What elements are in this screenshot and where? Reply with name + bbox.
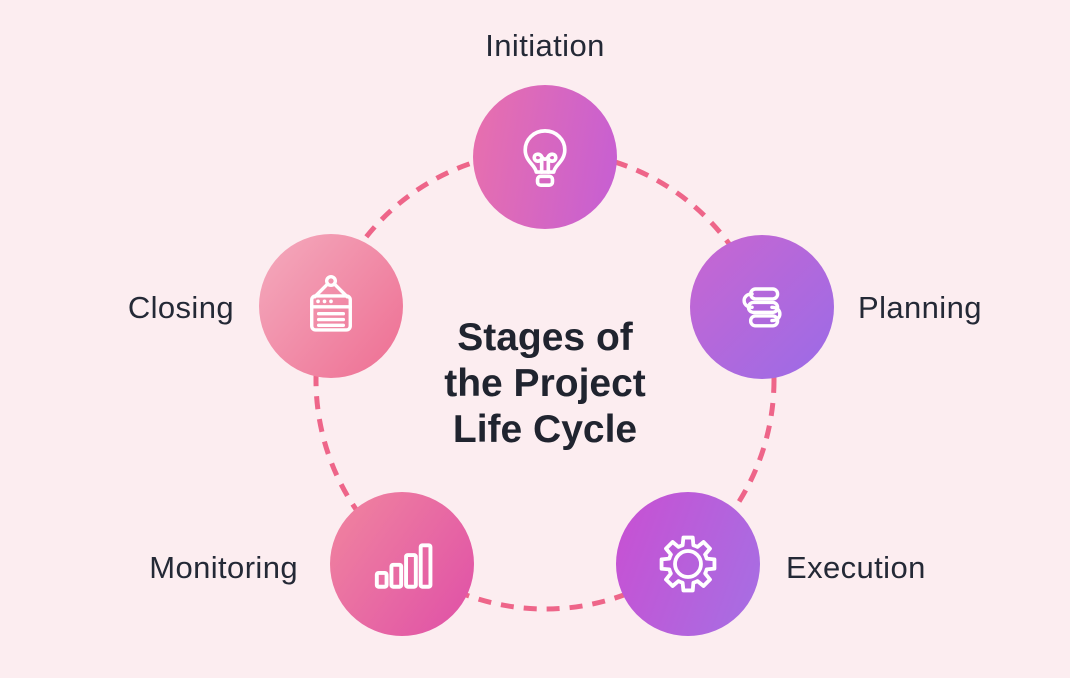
stage-node-initiation: [473, 85, 617, 229]
hanging-sign-icon: [310, 275, 352, 332]
stage-node-closing: [259, 234, 403, 378]
stacked-bars-icon: [742, 287, 782, 328]
bar-chart-icon: [374, 543, 433, 589]
lightbulb-icon: [523, 129, 567, 188]
stage-node-monitoring: [330, 492, 474, 636]
stage-label-execution: Execution: [786, 550, 926, 585]
stage-label-closing: Closing: [127, 290, 234, 325]
stage-label-initiation: Initiation: [485, 28, 605, 63]
stage-node-planning: [690, 235, 834, 379]
stage-label-planning: Planning: [858, 290, 982, 325]
diagram-title: Stages of the Project Life Cycle: [444, 316, 646, 451]
stage-label-monitoring: Monitoring: [149, 550, 298, 585]
gear-icon: [659, 535, 717, 593]
stage-node-execution: [616, 492, 760, 636]
bottom-edge-strip: [0, 678, 1070, 685]
